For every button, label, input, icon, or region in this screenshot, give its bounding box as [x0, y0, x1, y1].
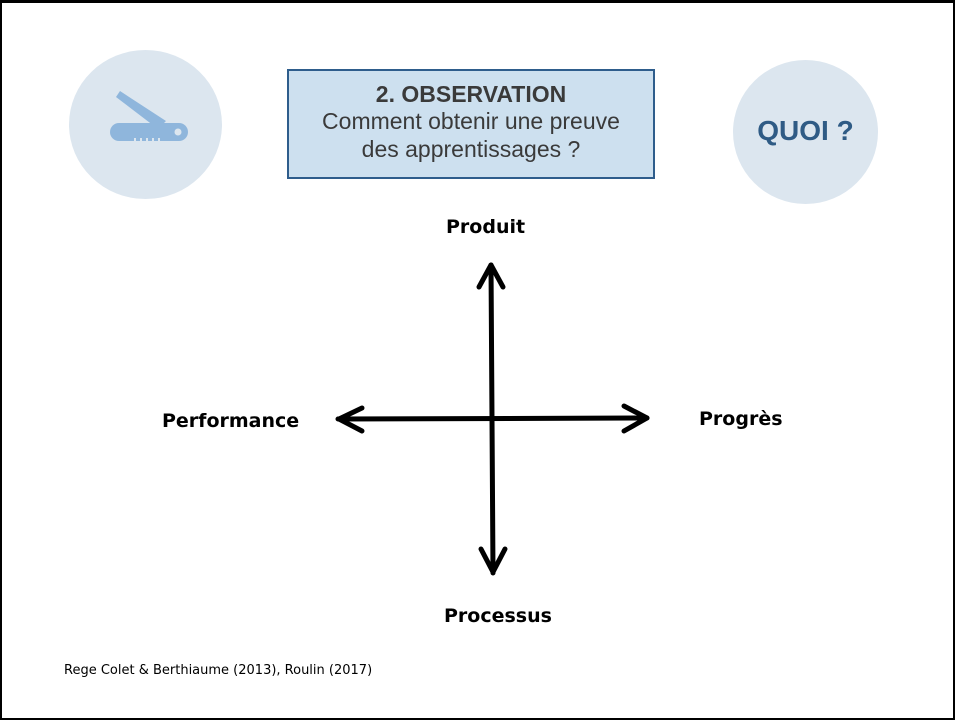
axes-diagram [335, 262, 650, 576]
knife-handle [110, 123, 188, 141]
title-question-line2: des apprentissages ? [361, 136, 581, 162]
label-performance: Performance [162, 410, 300, 432]
title-box: 2. OBSERVATION Comment obtenir une preuv… [287, 69, 655, 179]
label-progres: Progrès [699, 408, 783, 430]
arrow-right-head [621, 403, 650, 434]
arrow-up-head [476, 262, 506, 290]
pocket-knife-icon [110, 91, 188, 141]
source-citation: Rege Colet & Berthiaume (2013), Roulin (… [64, 663, 373, 678]
arrow-down-head [478, 546, 508, 575]
quoi-circle: QUOI ? [733, 60, 878, 204]
title-question-line1: Comment obtenir une preuve [322, 108, 620, 134]
title-heading: 2. OBSERVATION [375, 81, 567, 107]
quoi-badge-text: QUOI ? [757, 115, 854, 146]
knife-rivet [174, 128, 182, 136]
label-processus: Processus [444, 605, 552, 627]
label-produit: Produit [446, 216, 526, 238]
horizontal-axis [335, 415, 650, 422]
knife-blade [116, 91, 166, 129]
arrow-left-head [336, 405, 365, 434]
